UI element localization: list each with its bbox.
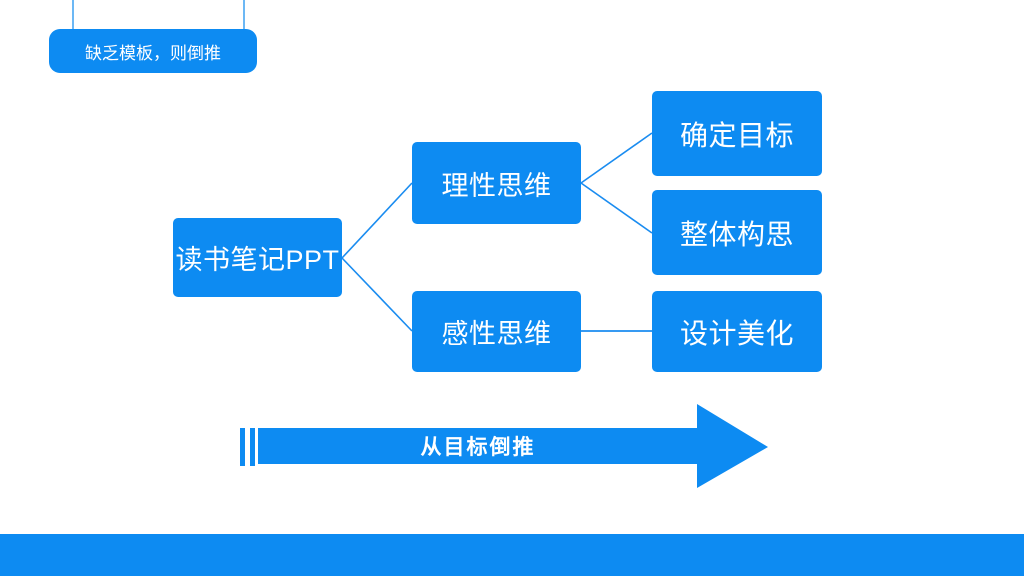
callout-pill-label: 缺乏模板，则倒推 xyxy=(85,43,221,63)
diagram-node-rational[interactable]: 理性思维 xyxy=(412,142,581,224)
arrow-banner-label-wrap: 从目标倒推 xyxy=(258,428,698,464)
diagram-node-perceptual-label: 感性思维 xyxy=(441,319,552,349)
callout-stem-left xyxy=(72,0,74,30)
arrow-banner-label: 从目标倒推 xyxy=(420,436,536,459)
diagram-node-perceptual[interactable]: 感性思维 xyxy=(412,291,581,372)
diagram-node-goal[interactable]: 确定目标 xyxy=(652,91,822,176)
diagram-node-concept-label: 整体构思 xyxy=(679,218,794,250)
arrow-banner xyxy=(240,404,768,488)
diagram-node-root-label: 读书笔记PPT xyxy=(175,245,340,275)
diagram-node-design[interactable]: 设计美化 xyxy=(652,291,822,372)
connector-root-to-perceptual xyxy=(341,257,413,332)
arrow-tail-bar-2 xyxy=(250,428,255,466)
diagram-node-root[interactable]: 读书笔记PPT xyxy=(173,218,342,297)
diagram-node-goal-label: 确定目标 xyxy=(679,119,794,151)
connector-rational-to-goal xyxy=(580,132,653,184)
callout-stem-right xyxy=(243,0,245,30)
arrow-shape xyxy=(258,404,768,488)
diagram-node-concept[interactable]: 整体构思 xyxy=(652,190,822,275)
bottom-bar xyxy=(0,534,1024,576)
arrow-tail-bar-1 xyxy=(240,428,245,466)
diagram-node-rational-label: 理性思维 xyxy=(441,170,552,201)
connector-root-to-rational xyxy=(341,182,413,259)
connector-rational-to-concept xyxy=(580,182,653,234)
callout-pill[interactable]: 缺乏模板，则倒推 xyxy=(49,29,257,73)
diagram-node-design-label: 设计美化 xyxy=(679,317,794,349)
